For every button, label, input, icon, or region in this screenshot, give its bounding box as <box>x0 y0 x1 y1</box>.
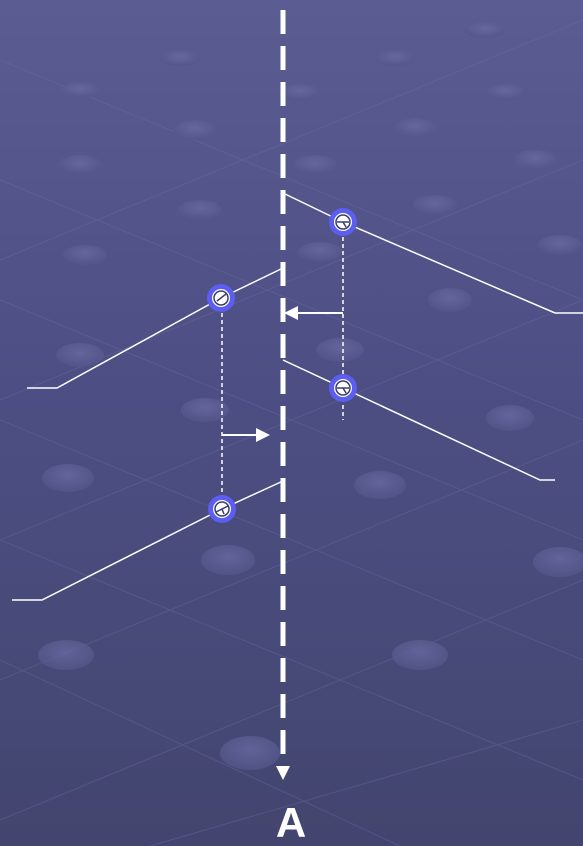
marker-left-upper <box>207 284 235 312</box>
branch-left-upper <box>27 267 284 389</box>
marker-left-lower <box>208 495 236 523</box>
marker-right-lower <box>329 374 357 402</box>
background-grid <box>0 19 583 846</box>
axis-label: A <box>275 799 307 846</box>
branch-left-lower <box>12 480 284 601</box>
marker-right-upper <box>329 208 357 236</box>
arrow-left <box>284 306 343 320</box>
background-dots <box>38 22 583 770</box>
branch-right-lower <box>282 359 555 481</box>
axis-arrowhead <box>276 766 290 780</box>
arrow-right <box>222 428 270 442</box>
branch-right-upper <box>282 192 583 314</box>
